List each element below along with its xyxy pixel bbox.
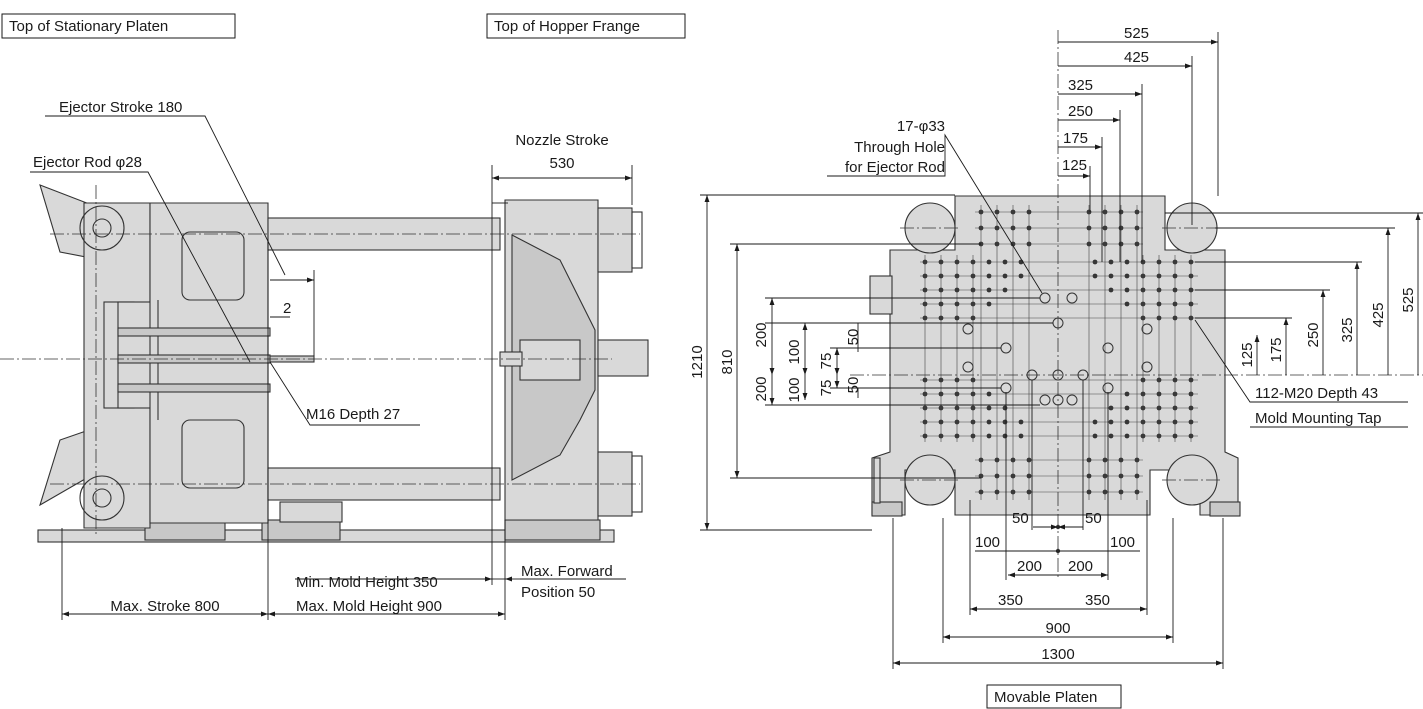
base-block-2 <box>261 519 341 541</box>
base-block-3 <box>504 519 601 541</box>
top-dim-250: 250 <box>1068 103 1093 120</box>
pivot-upper <box>79 205 125 251</box>
top-dim-325: 325 <box>1068 77 1093 94</box>
bottom-dim-350b: 350 <box>1085 592 1110 609</box>
left-dim-100b: 100 <box>786 377 803 402</box>
left-dim-100a: 100 <box>786 339 803 364</box>
max-mold-height: Max. Mold Height 900 <box>296 598 442 615</box>
bottom-dim-50b: 50 <box>1085 510 1102 527</box>
nozzle-stroke-value: 530 <box>549 155 574 172</box>
ejector-rod-label: Ejector Rod φ28 <box>33 154 142 171</box>
bottom-dim-900: 900 <box>1045 620 1070 637</box>
max-forward-1: Max. Forward <box>521 563 613 580</box>
ejector-housing <box>279 501 343 523</box>
left-dim-75b: 75 <box>818 380 835 397</box>
dim-2: 2 <box>283 300 291 317</box>
cylinder-upper <box>597 207 633 273</box>
holes-label-1: 17-φ33 <box>897 118 945 135</box>
bottom-dim-100b: 100 <box>1110 534 1135 551</box>
bottom-dim-200b: 200 <box>1068 558 1093 575</box>
bottom-dim-1300: 1300 <box>1041 646 1074 663</box>
platen-face-view: 525 425 325 250 175 125 525 425 325 250 … <box>689 25 1423 669</box>
min-mold-height: Min. Mold Height 350 <box>296 574 438 591</box>
right-dim-325: 325 <box>1339 317 1356 342</box>
left-dim-810: 810 <box>719 349 736 374</box>
tap-label-2: Mold Mounting Tap <box>1255 410 1381 427</box>
top-dim-425: 425 <box>1124 49 1149 66</box>
bottom-dim-100a: 100 <box>975 534 1000 551</box>
side-view: Ejector Stroke 180 Ejector Rod φ28 2 M16… <box>0 99 649 620</box>
holes-label-3: for Ejector Rod <box>845 159 945 176</box>
top-hopper-label: Top of Hopper Frange <box>494 18 640 35</box>
top-dim-525: 525 <box>1124 25 1149 42</box>
right-dim-175: 175 <box>1268 337 1285 362</box>
top-dim-125: 125 <box>1062 157 1087 174</box>
left-dim-75a: 75 <box>818 353 835 370</box>
right-dim-425: 425 <box>1370 302 1387 327</box>
bottom-dim-350a: 350 <box>998 592 1023 609</box>
right-dim-525: 525 <box>1400 287 1417 312</box>
top-dim-175: 175 <box>1063 130 1088 147</box>
left-dim-50b: 50 <box>845 377 862 394</box>
pivot-lower <box>79 475 125 521</box>
movable-platen-label: Movable Platen <box>994 689 1097 706</box>
left-dim-1210: 1210 <box>689 345 706 378</box>
max-forward-2: Position 50 <box>521 584 595 601</box>
tap-label-1: 112-M20 Depth 43 <box>1255 385 1378 402</box>
m16-label: M16 Depth 27 <box>306 406 400 423</box>
max-stroke: Max. Stroke 800 <box>110 598 219 615</box>
bottom-dim-50a: 50 <box>1012 510 1029 527</box>
ejector-stroke-label: Ejector Stroke 180 <box>59 99 182 116</box>
top-stationary-label: Top of Stationary Platen <box>9 18 168 35</box>
left-dim-200b: 200 <box>753 376 770 401</box>
right-dim-250: 250 <box>1305 322 1322 347</box>
injection-barrel <box>597 339 649 377</box>
left-dim-50a: 50 <box>845 329 862 346</box>
nozzle-body <box>519 339 581 381</box>
bottom-dim-200a: 200 <box>1017 558 1042 575</box>
nozzle-stroke-label: Nozzle Stroke <box>515 132 608 149</box>
left-dim-200a: 200 <box>753 322 770 347</box>
right-dim-125: 125 <box>1239 342 1256 367</box>
holes-label-2: Through Hole <box>854 139 945 156</box>
